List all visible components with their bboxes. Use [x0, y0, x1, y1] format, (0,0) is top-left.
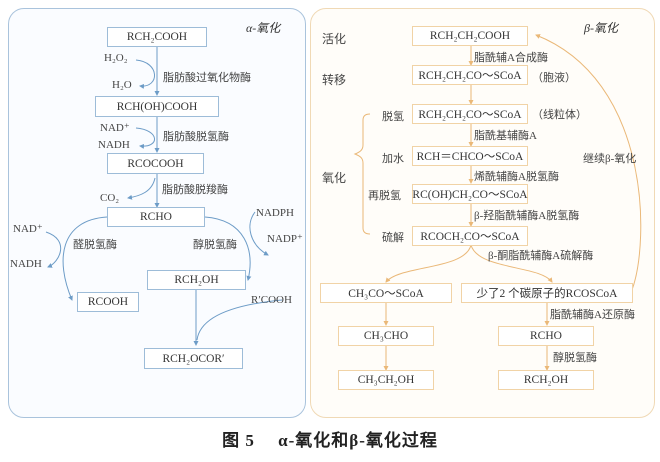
cofactor-r-prime-cooh: R′COOH	[251, 294, 292, 306]
enzyme-peroxidase: 脂肪酸过氧化物酶	[163, 72, 251, 84]
stage-hydration: 加水	[382, 153, 404, 165]
stage-thiolysis: 硫解	[382, 232, 404, 244]
enzyme-hydroxy-dh: β-羟脂酰辅酶A脱氢酶	[474, 210, 580, 222]
beta-node-acetyl-coa: CH₃CO～SCoA	[320, 283, 452, 303]
loop-label: 继续β-氧化	[583, 153, 637, 165]
enzyme-aldehyde-dh: 醛脱氢酶	[73, 239, 117, 251]
beta-node-alcohol: RCH₂OH	[498, 370, 594, 390]
stage-oxidation: 氧化	[322, 171, 347, 185]
beta-node-acyl-coa-mito: RCH₂CH₂CO～SCoA	[412, 104, 528, 124]
beta-node-acyl-coa-cytosol: RCH₂CH₂CO～SCoA	[412, 65, 528, 85]
cofactor-nad-plus-2: NAD⁺	[13, 223, 43, 235]
stage-dehydrogenation: 脱氢	[382, 111, 404, 123]
location-cytosol: （胞液）	[532, 72, 576, 84]
location-mitochondria: （线粒体）	[532, 109, 587, 121]
beta-node-start: RCH₂CH₂COOH	[412, 26, 528, 46]
enzyme-acyl-coa-a: 脂酰基辅酶A	[474, 130, 537, 142]
cofactor-co2: CO₂	[100, 192, 120, 204]
alpha-node-acid: RCOOH	[77, 292, 139, 312]
beta-node-enoyl: RCH＝CHCO～SCoA	[412, 146, 528, 166]
alpha-node-aldehyde: RCHO	[107, 207, 205, 227]
figure-caption: 图 5 α-氧化和β-氧化过程	[222, 431, 438, 450]
enzyme-enoyl-dh: 烯酰辅酶A脱氢酶	[474, 171, 559, 183]
beta-node-ketoacyl: RCOCH₂CO～SCoA	[412, 226, 528, 246]
cofactor-h2o: H₂O	[112, 79, 132, 91]
enzyme-thiolase: β-酮脂酰辅酶A硫解酶	[488, 250, 594, 262]
cofactor-nad-plus-1: NAD⁺	[100, 122, 130, 134]
stage-re-dehydrogenation: 再脱氢	[368, 190, 401, 202]
beta-node-hydroxyacyl: RC(OH)CH₂CO～SCoA	[412, 184, 528, 204]
beta-node-aldehyde: RCHO	[498, 326, 594, 346]
enzyme-reductase: 脂酰辅酶A还原酶	[550, 309, 635, 321]
alpha-node-ester: RCH₂OCOR′	[144, 348, 243, 369]
enzyme-decarboxylase: 脂肪酸脱羧酶	[162, 184, 228, 196]
cofactor-nadp-plus: NADP⁺	[267, 233, 303, 245]
cofactor-nadph: NADPH	[256, 207, 294, 219]
cofactor-h2o2: H₂O₂	[104, 52, 128, 64]
stage-activation: 活化	[322, 32, 347, 46]
alpha-node-keto: RCOCOOH	[107, 153, 204, 174]
alpha-node-alcohol: RCH₂OH	[147, 270, 246, 290]
enzyme-dehydrogenase: 脂肪酸脱氢酶	[163, 131, 229, 143]
beta-node-acetaldehyde: CH₃CHO	[338, 326, 434, 346]
cofactor-nadh-2: NADH	[10, 258, 42, 270]
beta-title: β-氧化	[584, 21, 618, 35]
alpha-title: α-氧化	[246, 21, 281, 35]
stage-transfer: 转移	[322, 73, 347, 87]
alpha-node-hydroxy: RCH(OH)COOH	[95, 96, 219, 117]
beta-node-ethanol: CH₃CH₂OH	[338, 370, 434, 390]
enzyme-synthetase: 脂酰辅A合成酶	[474, 52, 548, 64]
beta-node-shortened: 少了2 个碳原子的RCOSCoA	[461, 283, 633, 303]
alpha-node-start: RCH₂COOH	[107, 27, 207, 47]
enzyme-alcohol-dh-beta: 醇脱氢酶	[553, 352, 597, 364]
cofactor-nadh-1: NADH	[98, 139, 130, 151]
enzyme-alcohol-dh: 醇脱氢酶	[193, 239, 237, 251]
